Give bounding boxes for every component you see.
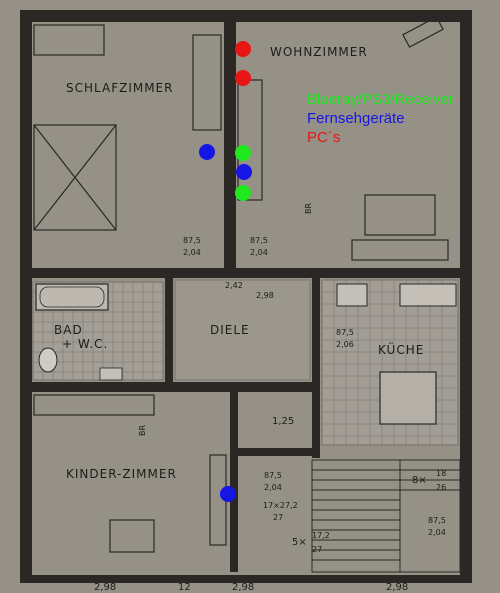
- media-marker: [235, 185, 251, 201]
- diele-floor: [174, 279, 311, 381]
- legend: Blueray/PS3/Receiver Fernsehgeräte PC´s: [307, 90, 454, 147]
- stove: [336, 283, 368, 307]
- dim-87-bottom: 2,04: [264, 483, 282, 492]
- room-label-bad: BAD: [54, 323, 83, 337]
- tv-marker: [236, 164, 252, 180]
- tv-marker: [199, 144, 215, 160]
- room-label-schlafzimmer: SCHLAFZIMMER: [66, 81, 173, 95]
- dim-stair-top: 87,5: [428, 516, 446, 525]
- kitchen-sink: [399, 283, 457, 307]
- dim-5x-top: 17,2: [312, 531, 330, 540]
- room-label-kinderzimmer: KINDER-ZIMMER: [66, 467, 177, 481]
- room-label-wohnzimmer: WOHNZIMMER: [270, 45, 368, 59]
- dim-bottom-12: 12: [178, 582, 191, 593]
- dim-87-top: 87,5: [264, 471, 282, 480]
- dim-8x: 8×: [412, 475, 427, 486]
- dim-door-right-top: 87,5: [250, 236, 268, 245]
- legend-red-label: PC´s: [307, 129, 341, 146]
- dim-bottom-298: 2,98: [94, 582, 116, 593]
- dim-door-left-bottom: 2,04: [183, 248, 201, 257]
- dim-stair-bottom: 2,04: [428, 528, 446, 537]
- dim-17x: 17×27,2: [263, 501, 298, 510]
- dim-298-mid: 2,98: [256, 291, 274, 300]
- kitchen-table: [379, 371, 437, 425]
- dim-8x-bottom: 26: [436, 483, 446, 492]
- dim-17x-bottom: 27: [273, 513, 283, 522]
- dim-5x: 5×: [292, 537, 307, 548]
- legend-blue-label: Fernsehgeräte: [307, 110, 405, 127]
- toilet: [38, 347, 58, 373]
- room-label-wc: + W.C.: [62, 337, 108, 351]
- tv-marker: [220, 486, 236, 502]
- dim-door-right-bottom: 2,04: [250, 248, 268, 257]
- dim-bottom-298b: 2,98: [232, 582, 254, 593]
- room-label-diele: DIELE: [210, 323, 250, 337]
- bathtub-inner: [39, 286, 105, 308]
- dim-242: 2,42: [225, 281, 243, 290]
- dim-bottom-2298: 2,98: [386, 582, 408, 593]
- pc-marker: [235, 41, 251, 57]
- dim-8x-top: 18: [436, 469, 446, 478]
- dim-kueche-top: 87,5: [336, 328, 354, 337]
- bathtub: [35, 283, 109, 311]
- room-label-kueche: KÜCHE: [378, 341, 424, 357]
- dim-kueche-bottom: 2,06: [336, 340, 354, 349]
- dim-br-wohnzimmer: BR: [304, 203, 313, 214]
- interior-walls: [20, 22, 470, 572]
- dim-door-left-top: 87,5: [183, 236, 201, 245]
- media-marker: [235, 145, 251, 161]
- pc-marker: [235, 70, 251, 86]
- schlafzimmer-furniture: [33, 24, 222, 231]
- sink: [99, 367, 123, 381]
- dim-125: 1,25: [272, 416, 294, 427]
- outer-walls: [20, 10, 472, 583]
- stairs: [311, 459, 461, 573]
- device-markers: [199, 41, 252, 502]
- dim-br-kinderzimmer: BR: [138, 425, 147, 436]
- legend-green-label: Blueray/PS3/Receiver: [307, 91, 454, 108]
- dim-5x-bottom: 27: [312, 545, 322, 554]
